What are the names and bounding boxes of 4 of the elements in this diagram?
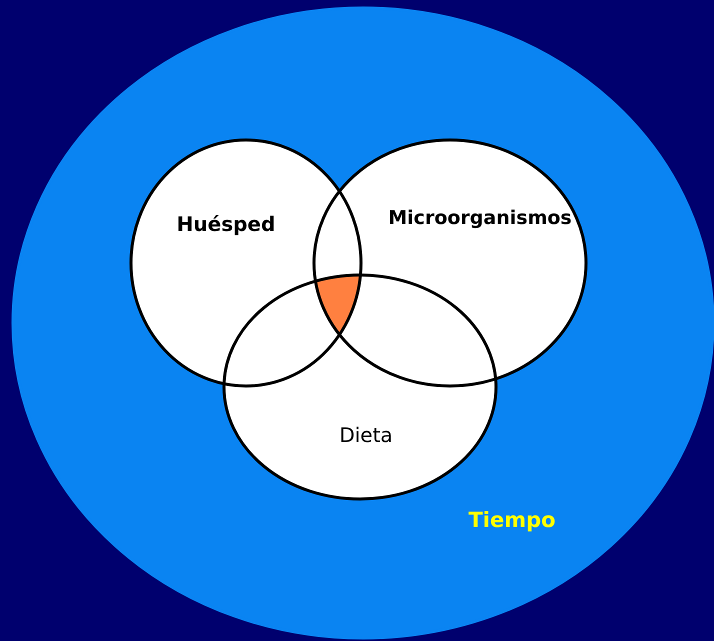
circle-label: Dieta: [339, 423, 393, 447]
region-label: Tiempo: [468, 508, 556, 532]
circle-label: Huésped: [176, 212, 276, 236]
circle-label: Microorganismos: [388, 207, 572, 229]
